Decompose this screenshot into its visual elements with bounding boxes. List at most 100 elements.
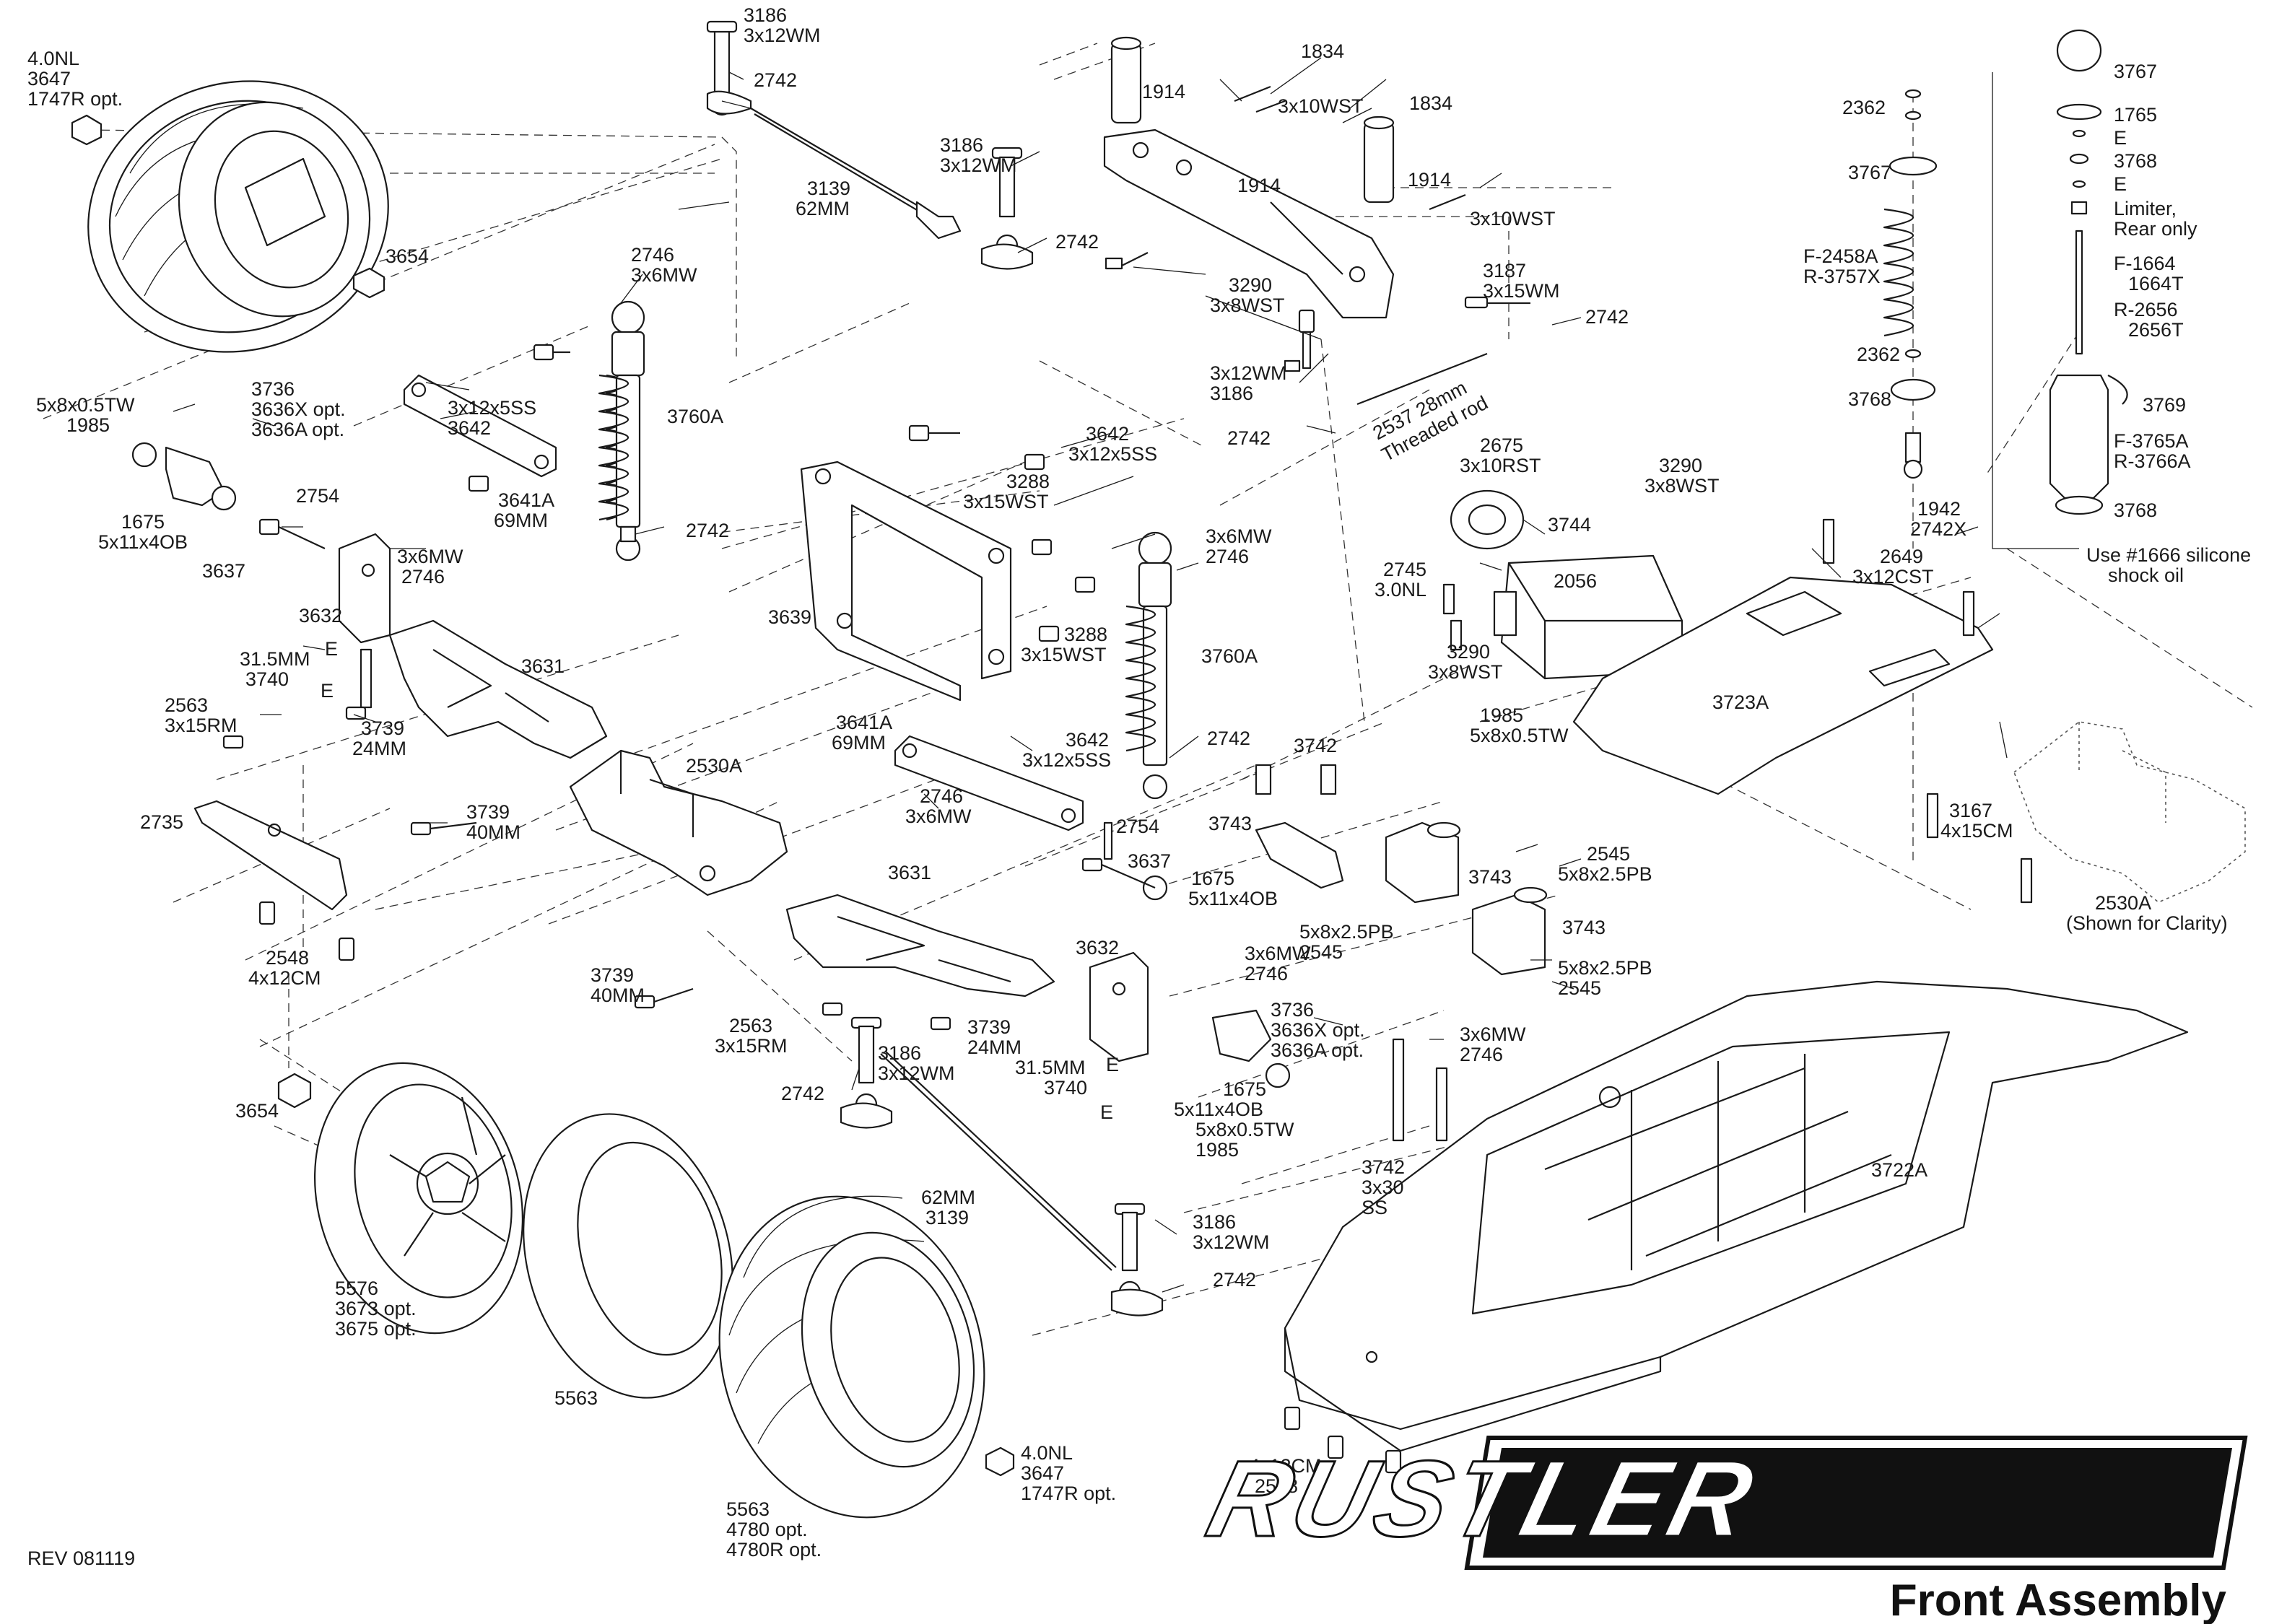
callout-label: 3642 [1086,423,1129,445]
callout-label: 1985 [1195,1139,1239,1161]
callout-label: 2742 [781,1083,824,1104]
callout-label: 4780 opt. [726,1519,808,1540]
callout-label: 3654 [385,245,429,267]
callout-label: 2742 [754,69,797,91]
callout-label: 3641A [836,712,892,733]
callout-label: 3744 [1548,514,1591,536]
callout-label: E [1100,1101,1113,1123]
callout-label: 3636X opt. [1271,1019,1365,1041]
callout-label: 3288 [1006,471,1050,492]
callout-label: (Shown for Clarity) [2066,912,2228,934]
callout-label: 1675 [1191,868,1234,889]
callout-label: 3740 [1044,1077,1087,1099]
callout-label: 2362 [1857,344,1900,365]
shock-exploded-view [1883,29,2128,549]
callout-label: 1914 [1408,169,1451,191]
callout-label: 24MM [352,738,406,759]
callout-label: 3186 [1193,1211,1236,1233]
main-chassis-3722a [1284,980,2189,1452]
callout-label: 1914 [1142,81,1185,102]
callout-label: 3637 [202,560,245,582]
callout-label: 4x15CM [1940,820,2013,842]
callout-label: 2530A [2095,892,2151,914]
callout-label: 3x15WM [1483,280,1560,302]
callout-label: 2548 [266,947,309,969]
callout-label: 40MM [466,821,520,843]
callout-label: 3.0NL [1375,579,1426,601]
callout-label: 24MM [967,1036,1021,1058]
callout-label: 2548 [1255,1475,1298,1497]
callout-label: E [321,680,334,702]
logo-text: RUSTLER [1197,1439,1769,1559]
callout-label: E [325,638,338,660]
callout-label: 2656T [2128,319,2184,341]
callout-label: 3187 [1483,260,1526,281]
callout-label: 2746 [401,566,445,588]
callout-label: 3x6MW [397,546,463,567]
callout-label: 3x15RM [715,1035,788,1057]
callout-label: 3642 [448,417,491,439]
callout-label: 2056 [1554,570,1597,592]
top-left-wheel-tire [71,80,389,353]
callout-label: 3723A [1712,691,1769,713]
callout-label: 3768 [2114,150,2157,172]
callout-label: 2742 [686,520,729,541]
arm-3631 [388,619,1055,997]
callout-label: 3x12x5SS [1068,443,1157,465]
callout-label: 3642 [1066,729,1109,751]
callout-label: 69MM [832,732,886,754]
callout-label: 3139 [925,1207,969,1228]
callout-label: 2563 [729,1015,772,1036]
callout-label: 3739 [361,717,404,739]
callout-label: 3x6MW [1206,525,1272,547]
callout-label: 2649 [1880,546,1923,567]
callout-label: 2742 [1227,427,1271,449]
callout-label: R-3766A [2114,450,2191,472]
callout-label: 1664T [2128,273,2184,294]
callout-label: 3647 [27,68,71,90]
callout-label: 3760A [1201,645,1258,667]
callout-label: 3x6MW [631,264,697,286]
callout-label: 3186 [1210,383,1253,404]
callout-label: 3x12WM [744,25,821,46]
callout-label: E [2114,127,2127,149]
bottom-wheel-assembly [277,1062,1015,1519]
callout-label: E [2114,173,2127,195]
callout-label: 3139 [807,178,850,199]
callout-label: 2746 [1206,546,1249,567]
callout-label: 4780R opt. [726,1539,822,1560]
callout-label: 3x10RST [1460,455,1541,476]
callout-label: F-1664 [2114,253,2176,274]
callout-label: 31.5MM [1015,1057,1086,1078]
callout-label: 3x12WM [940,154,1017,176]
callout-label: 3654 [235,1100,279,1122]
shock-3760a-center [1125,531,1172,800]
callout-label: R-3757X [1803,266,1881,287]
callout-label: 2530A [686,755,742,777]
callout-label: 3631 [888,862,931,883]
shock-tower-3639 [800,460,1012,702]
callout-label: 2742 [1213,1269,1256,1291]
callout-label: 3x6MW [905,806,972,827]
callout-label: 31.5MM [240,648,310,670]
callout-label: 3x12WM [878,1062,955,1084]
hardware-screws-pins [222,85,2033,1474]
callout-label: 4x12CM [1249,1455,1322,1477]
callout-label: Use #1666 silicone [2086,544,2251,566]
camber-links-turnbuckles [706,20,1164,1317]
callout-label: 3739 [466,801,510,823]
callout-label: 2545 [1587,843,1630,865]
callout-label: 1834 [1301,40,1344,62]
callout-label: 3739 [967,1016,1011,1038]
callout-label: 3x12x5SS [1022,749,1111,771]
leader-lines [173,57,2008,1293]
callout-label: 2745 [1383,559,1426,580]
callout-label: 40MM [591,985,645,1006]
callout-label: 3x10WST [1278,95,1364,117]
callout-label: 3637 [1128,850,1171,872]
callout-label: 3736 [1271,999,1314,1021]
callout-label: 3290 [1447,641,1490,663]
callout-label: 1914 [1237,175,1281,196]
callout-label: 4.0NL [27,48,79,69]
